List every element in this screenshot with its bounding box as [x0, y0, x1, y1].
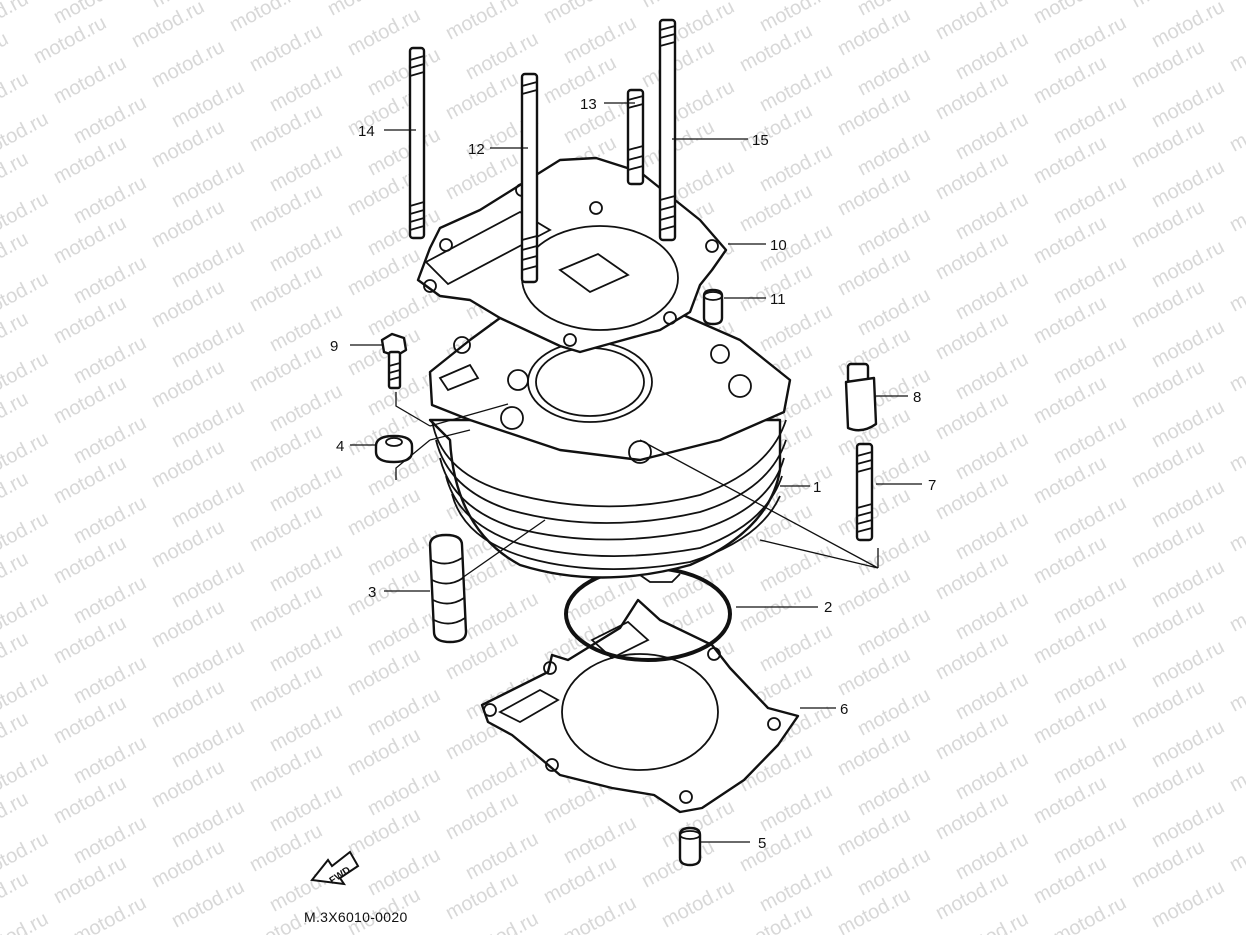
- callout-11: 11: [770, 291, 786, 308]
- callout-labels: 1 2 3 4 5 6 7 8 9 10 11 12 13 14 15: [330, 96, 936, 852]
- callout-2: 2: [824, 599, 832, 616]
- base-gasket-part: [480, 598, 800, 814]
- stud-bolt-13-part: [626, 88, 645, 186]
- pin-8-part: [844, 362, 878, 432]
- dowel-11-part: [702, 288, 724, 326]
- callout-14: 14: [358, 123, 375, 140]
- dowel-5-part: [678, 826, 702, 867]
- cylinder-body-part: [428, 294, 792, 583]
- callout-9: 9: [330, 338, 338, 355]
- callout-10: 10: [770, 237, 787, 254]
- callout-6: 6: [840, 701, 848, 718]
- callout-13: 13: [580, 96, 597, 113]
- stud-bolt-12-part: [520, 72, 539, 284]
- callout-8: 8: [913, 389, 921, 406]
- stud-7-part: [855, 442, 874, 542]
- callout-4: 4: [336, 438, 344, 455]
- callout-3: 3: [368, 584, 376, 601]
- stud-bolt-15-part: [658, 18, 677, 242]
- pipe-3-part: [428, 533, 468, 644]
- stud-bolt-14-part: [408, 46, 426, 240]
- washer-4-part: [374, 434, 414, 464]
- head-gasket-part: [416, 156, 728, 354]
- callout-5: 5: [758, 835, 766, 852]
- callout-7: 7: [928, 477, 936, 494]
- diagram-code: M.3X6010-0020: [304, 909, 408, 925]
- leader-lines: [350, 102, 922, 843]
- callout-15: 15: [752, 132, 769, 149]
- bolt-9-part: [380, 332, 408, 390]
- callout-12: 12: [468, 141, 485, 158]
- callout-1: 1: [813, 479, 821, 496]
